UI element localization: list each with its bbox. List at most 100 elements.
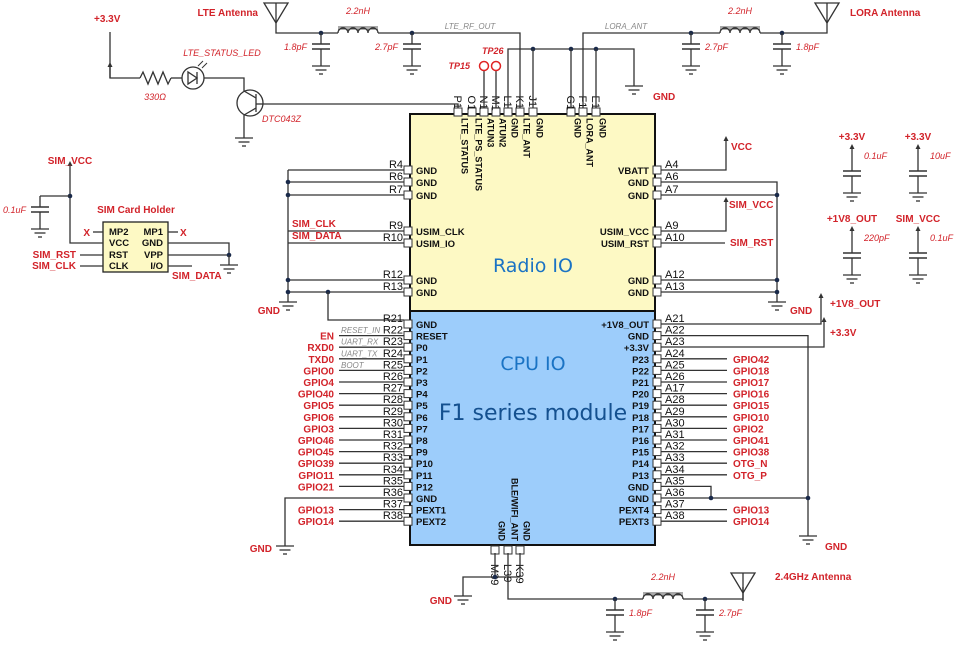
right-pin-number: A10 [665, 232, 685, 244]
supply-arrow-icon [820, 316, 828, 334]
capacitor-icon [908, 241, 928, 270]
junction-dot [708, 495, 714, 501]
top-pin-name: GND [598, 118, 608, 139]
left-pin-number: R35 [383, 475, 403, 487]
left-pin-number: R9 [389, 220, 403, 232]
net-label: GPIO3 [303, 424, 334, 435]
net-label: GPIO5 [303, 401, 334, 412]
net-label: OTG_P [733, 471, 767, 482]
bottom-pin-name: GND [497, 521, 507, 542]
supply-arrow-icon [817, 292, 825, 310]
junction-dot [774, 277, 780, 283]
wifi-inductor-value: 2.2nH [650, 572, 676, 582]
wire [284, 497, 404, 540]
top-pin-name: GND [535, 118, 545, 139]
gnd-label: GND [825, 542, 847, 553]
right-pin-number: A6 [665, 171, 678, 183]
wifi-antenna-icon [730, 572, 756, 602]
test-point-tp26[interactable] [490, 60, 502, 72]
left-pin-number: R13 [383, 281, 403, 293]
left-pin-name: P6 [416, 413, 428, 424]
gnd-label: GND [653, 92, 675, 103]
right-pin-number: A23 [665, 336, 685, 348]
lte-status-wire [263, 103, 459, 108]
pin-pad [652, 516, 662, 526]
pin-pad [652, 319, 662, 329]
test-point-tp15[interactable] [478, 60, 490, 72]
right-pin-number: A32 [665, 441, 685, 453]
tp15-label: TP15 [448, 61, 471, 71]
pin-pad [652, 435, 662, 445]
ground-icon [605, 625, 625, 641]
capacitor-icon [30, 195, 50, 224]
left-pin-number: R34 [383, 464, 403, 476]
right-pin-number: A25 [665, 359, 685, 371]
right-pin-number: A37 [665, 499, 685, 511]
wire [661, 485, 712, 498]
transistor-icon [236, 89, 264, 117]
left-pin-name: GND [416, 288, 437, 299]
pin-pad [503, 107, 513, 117]
left-pin-name: GND [416, 320, 437, 331]
supply-arrow-icon [848, 225, 856, 243]
inductor-icon [337, 26, 379, 34]
cpu-gnd-bus [661, 334, 809, 530]
no-connect-mp1: X [180, 228, 187, 239]
right-pin-name: P13 [632, 471, 649, 482]
right-pin-number: A36 [665, 487, 685, 499]
right-pin-name: P15 [632, 448, 650, 459]
bottom-pin-number: M39 [488, 564, 500, 585]
vcc-label: VCC [731, 142, 752, 153]
signal-name: RESET_IN [341, 326, 380, 335]
capacitor-icon [908, 159, 928, 188]
pin-pad [467, 107, 477, 117]
junction-dot [285, 192, 291, 198]
pin-pad [403, 342, 413, 352]
pin-pad [652, 493, 662, 503]
radio-io-block [409, 113, 656, 312]
lora-antenna-label: LORA Antenna [850, 8, 921, 19]
top-pin-name: LTE_STATUS [460, 118, 470, 174]
net-label: GPIO14 [298, 517, 335, 528]
left-pin-number: R7 [389, 184, 403, 196]
junction-dot [285, 277, 291, 283]
pin-pad [652, 377, 662, 387]
led-label: LTE_STATUS_LED [183, 48, 261, 58]
pin-pad [403, 287, 413, 297]
led-icon [181, 66, 205, 90]
right-pin-number: A21 [665, 313, 685, 325]
pin-pad [652, 238, 662, 248]
bottom-pin-name: BLE/WIFI_ANT [510, 478, 520, 541]
net-label: GPIO15 [733, 401, 770, 412]
wire [243, 107, 257, 116]
resistor-value: 330Ω [144, 92, 166, 102]
left-pin-number: R22 [383, 325, 403, 337]
left-pin-name: GND [416, 166, 437, 177]
pin-pad [403, 493, 413, 503]
decoupling-value: 220pF [863, 233, 890, 243]
supply-33v-label: +3.3V [94, 14, 121, 25]
top-pin-name: LTE_ANT [522, 118, 532, 158]
pin-pad [652, 275, 662, 285]
cpu-io-block [409, 310, 656, 546]
right-pin-name: GND [628, 494, 649, 505]
pin-pad [403, 275, 413, 285]
pin-pad [403, 238, 413, 248]
right-pin-number: A12 [665, 269, 685, 281]
sim-vcc-label: SIM_VCC [48, 156, 92, 167]
lora-ant-net [582, 32, 720, 108]
left-pin-name: GND [416, 178, 437, 189]
net-label: GPIO42 [733, 355, 770, 366]
wire [760, 31, 828, 34]
left-pin-name: GND [416, 276, 437, 287]
sim-pin-right: GND [142, 238, 163, 249]
top-pin-name: LTE_PS_STATUS [474, 118, 484, 191]
left-pin-name: P10 [416, 459, 433, 470]
right-pin-name: VBATT [618, 166, 649, 177]
wire [69, 177, 103, 244]
left-pin-name: USIM_CLK [416, 227, 465, 238]
wire [168, 242, 230, 255]
lte-rf-out-net [378, 32, 521, 108]
left-pin-name: USIM_IO [416, 239, 455, 250]
sim-rst-net: SIM_RST [33, 250, 76, 261]
